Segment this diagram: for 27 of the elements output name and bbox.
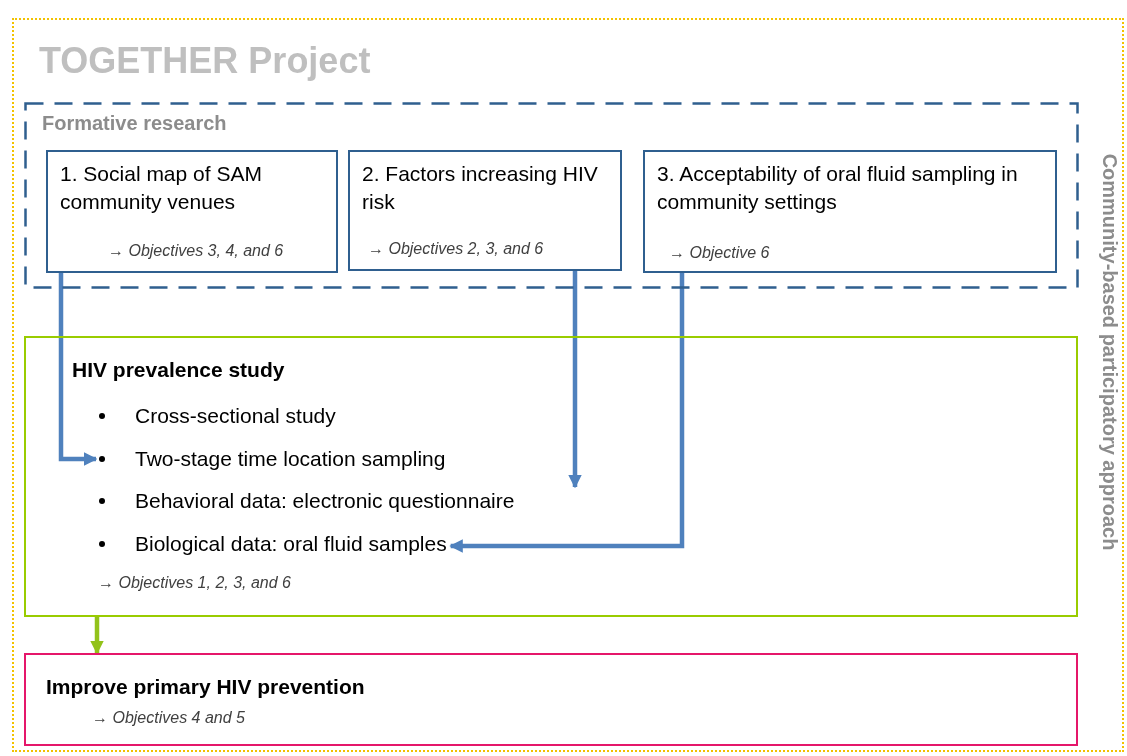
bullet-text: Biological data: oral fluid samples: [135, 532, 447, 556]
study-box: [24, 336, 1078, 617]
research-box: [348, 150, 622, 271]
arrow: [90, 617, 104, 655]
box-title: 2. Factors increasing HIV risk: [362, 161, 599, 216]
objectives-note: → Objective 6: [669, 244, 770, 262]
bullet-text: Cross-sectional study: [135, 404, 336, 428]
project-frame: [12, 18, 1124, 752]
approach-label: Community-based participatory approach: [1097, 153, 1121, 551]
research-box: [643, 150, 1057, 273]
objectives-note: → Objectives 2, 3, and 6: [368, 240, 544, 258]
research-box: [46, 150, 338, 273]
bullet-text: Behavioral data: electronic questionnaire: [135, 489, 515, 513]
arrow: [568, 271, 582, 489]
objectives-note: → Objectives 1, 2, 3, and 6: [98, 574, 291, 592]
box-heading: HIV prevalence study: [72, 358, 285, 382]
box-title: 3. Acceptability of oral fluid sampling in community settings: [657, 161, 1019, 216]
group-heading: Formative research: [42, 112, 227, 135]
outcome-box: [24, 653, 1078, 746]
box-title: 1. Social map of SAM community venues: [60, 161, 263, 216]
arrow: [449, 273, 685, 553]
objectives-note: → Objectives 3, 4, and 6: [108, 242, 284, 260]
arrow: [58, 273, 98, 466]
objectives-note: → Objectives 4 and 5: [92, 709, 245, 727]
project-title: TOGETHER Project: [39, 40, 371, 82]
box-heading: Improve primary HIV prevention: [46, 675, 365, 699]
bullet-text: Two-stage time location sampling: [135, 447, 446, 471]
